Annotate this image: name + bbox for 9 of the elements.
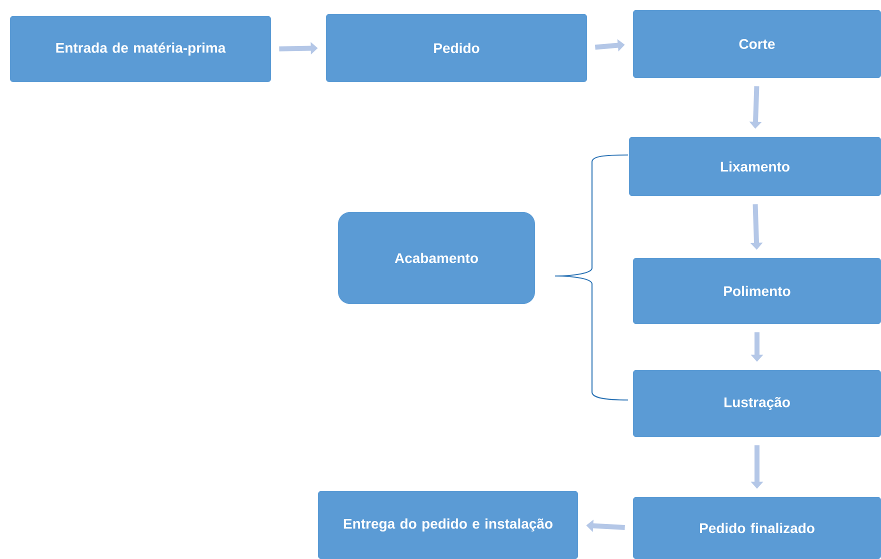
process-box: Lixamento — [629, 137, 881, 196]
process-box: Entrega do pedido e instalação — [318, 491, 578, 559]
process-box: Entrada de matéria-prima — [10, 16, 271, 82]
process-box: Polimento — [633, 258, 881, 324]
process-box: Pedido — [326, 14, 587, 82]
process-box: Corte — [633, 10, 881, 78]
process-box: Acabamento — [338, 212, 535, 304]
process-box: Lustração — [633, 370, 881, 437]
process-box: Pedido finalizado — [633, 497, 881, 559]
